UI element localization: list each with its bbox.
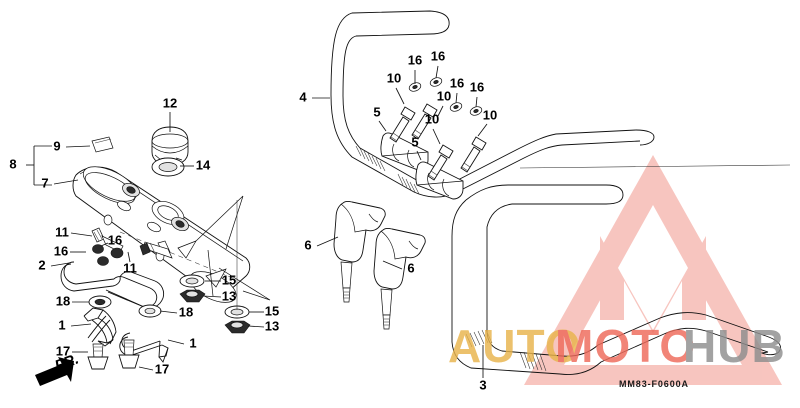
grip-assembly-right [373,227,426,330]
washer-15-a [179,274,205,288]
plate-9 [91,136,114,153]
callout-leader-c2 [50,262,70,267]
callout-leader-c18b [159,310,178,314]
watermark-auto: AUTO [448,320,582,372]
clamper-2 [60,261,165,309]
callout-leader-c10a [395,87,405,105]
front-direction-arrow [35,357,74,386]
callout-leader-c7 [53,179,79,185]
clamper-1-a [83,307,117,347]
watermark-hub: HUB [683,320,786,372]
callout-leader-c13a [202,295,222,298]
callout-leader-c16c [455,92,458,104]
callout-number-12: 12 [163,95,177,110]
callout-leader-c5b [416,150,422,161]
callout-leader-c5a [378,120,387,132]
top-bridge [72,166,271,303]
callout-leader-c1b [167,339,185,345]
stem-nut-12 [151,126,189,166]
callout-number-7: 7 [41,175,48,190]
callout-number-15: 15 [265,303,279,318]
screw-17-b [118,339,140,369]
callout-leader-c1a [70,323,92,327]
flange-bolt-group [389,103,487,181]
callout-number-6: 6 [407,260,414,275]
callout-number-16: 16 [470,79,484,94]
washer-nut-pair-a [179,274,206,303]
callout-leader-c10c [432,128,441,145]
callout-number-16: 16 [408,52,422,67]
callout-number-10: 10 [437,88,451,103]
callout-leader-c9 [65,145,91,148]
callout-number-1: 1 [189,335,196,350]
callout-number-5: 5 [373,104,380,119]
washer-14 [151,157,185,177]
callout-number-3: 3 [479,377,486,392]
callout-number-11: 11 [55,224,69,239]
callout-number-11: 11 [123,260,137,275]
callout-number-16: 16 [108,232,122,247]
washer-16-left-group [92,244,104,254]
bolt-11-a [91,227,124,266]
callout-number-1: 1 [58,317,65,332]
washer-18-a [88,295,112,309]
callout-leader-c17b [138,366,154,371]
washer-18-b [138,304,162,318]
callout-number-10: 10 [483,107,497,122]
callout-number-13: 13 [265,318,279,333]
callout-number-16: 16 [431,48,445,63]
callout-leader-c13b [247,325,265,328]
callout-number-13: 13 [222,288,236,303]
callout-leader-c10b [437,105,444,117]
callout-number-9: 9 [53,138,60,153]
callout-number-17: 17 [155,361,169,376]
handlebar-upper-pipe [330,10,791,198]
callout-number-16: 16 [54,243,68,258]
callout-number-16: 16 [450,75,464,90]
callout-leaders [50,65,488,378]
washer-16-group [408,77,483,116]
callout-number-17: 17 [56,343,70,358]
callout-leader-c16d [475,96,478,108]
handlebar-lower-pipe [451,184,781,375]
screw-17-a [87,343,109,370]
callout-leader-c11a [70,232,93,237]
brand-watermark: AUTO MOTO HUB [448,320,786,372]
washer-nut-pair-b [224,200,251,334]
callout-leader-c6b [382,260,403,270]
handlebar-holder-lower [415,161,464,200]
callout-leader-c6a [316,236,339,247]
callout-number-18: 18 [56,293,70,308]
callout-number-18: 18 [179,304,193,319]
callout-number-10: 10 [425,111,439,126]
part-code-label: MM83-F0600A [619,379,689,389]
callout-number-8: 8 [9,156,16,171]
washer-15-b [224,305,250,319]
callout-number-4: 4 [299,89,307,104]
triangle-m-logo [524,155,782,385]
callout-number-10: 10 [387,70,401,85]
bolt-11-b [139,240,173,259]
grip-assembly-left [333,200,386,303]
nut-13-a [179,289,206,303]
group-8-bracket [26,145,52,186]
callout-number-2: 2 [38,257,45,272]
callout-leader-c16b [435,65,439,79]
callout-number-6: 6 [304,237,311,252]
callout-number-15: 15 [222,272,236,287]
callout-number-5: 5 [411,134,418,149]
callout-number-14: 14 [196,157,211,172]
nut-13-b [224,320,251,334]
callout-leader-c11b [127,251,131,263]
callout-leader-c16e [100,242,109,247]
watermark-moto: MOTO [555,320,696,372]
callout-leader-c10d [477,123,488,137]
